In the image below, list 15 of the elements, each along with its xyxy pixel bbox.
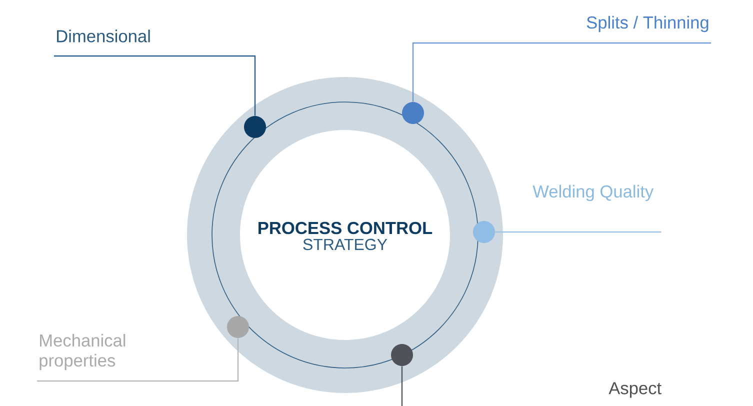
category-label: Welding Quality [532,184,654,202]
marker-dot [473,221,495,243]
category-label: Dimensional [57,30,150,42]
marker-dot [244,116,266,138]
leader-line [401,366,403,406]
leader-line [495,231,662,233]
category-label: Splits / Thinning [586,16,708,32]
center-title: PROCESS CONTROL STRATEGY [258,222,432,250]
category-label: Aspect [608,382,662,398]
leader-line [54,55,256,116]
marker-dot [402,102,424,124]
marker-dot [227,316,249,338]
leader-line [412,42,711,102]
category-label: Mechanical properties [40,334,126,370]
marker-dot [391,344,413,366]
